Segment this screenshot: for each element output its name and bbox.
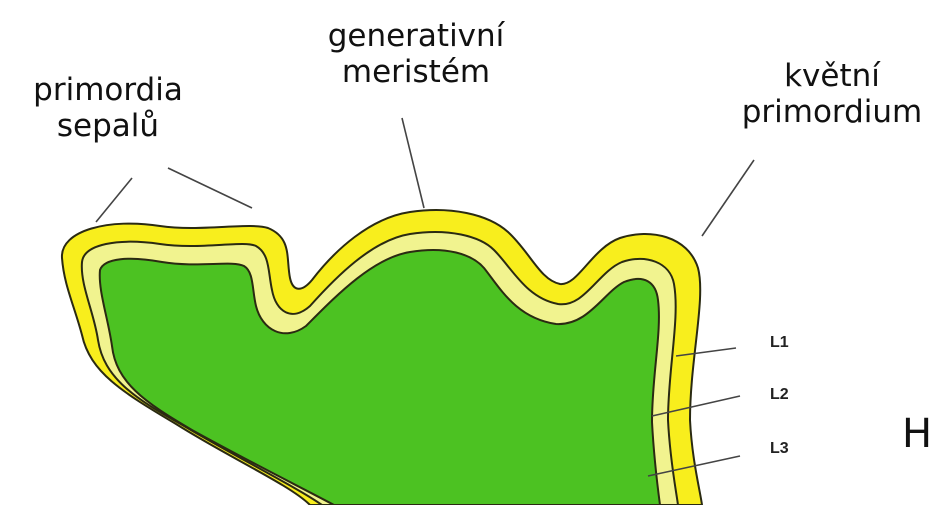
sepal-primordia-label: primordia sepalů [8, 72, 208, 144]
flower-primordium-label: květní primordium [712, 58, 949, 130]
leader-meristem [402, 118, 424, 208]
leader-flower-primordium [702, 160, 754, 236]
layer-label-l2: L2 [770, 386, 789, 404]
layer-label-l3: L3 [770, 440, 789, 458]
generative-meristem-label: generativní meristém [296, 18, 536, 90]
leader-sepal-right [168, 168, 252, 208]
leader-sepal-left [96, 178, 132, 222]
cropped-side-text: H [902, 410, 932, 458]
layer-label-l1: L1 [770, 334, 789, 352]
